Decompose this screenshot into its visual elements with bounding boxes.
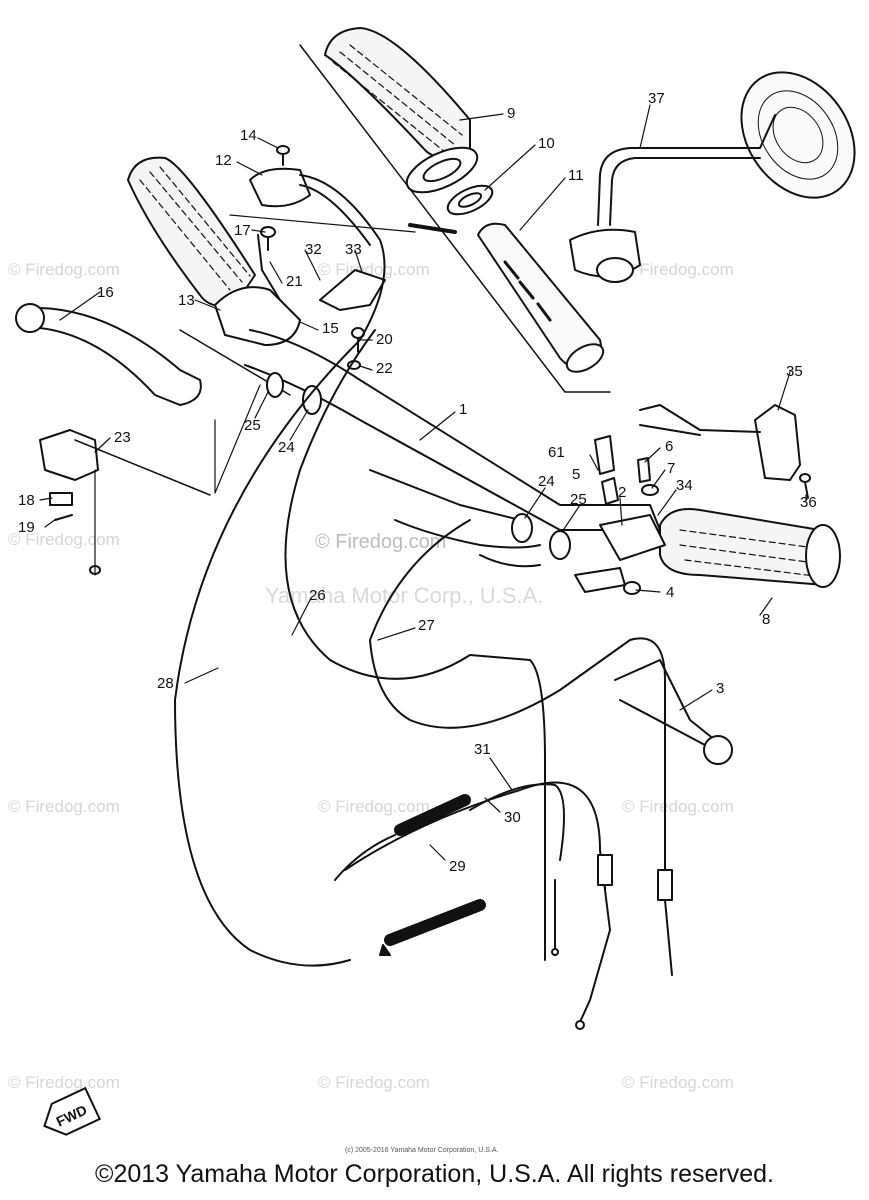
leader-lines <box>39 104 807 861</box>
handlebar-1 <box>244 329 661 568</box>
mirror-37 <box>569 71 856 283</box>
adjusters-left <box>179 329 322 415</box>
callout-19: 19 <box>18 519 35 536</box>
callout-31: 31 <box>474 741 491 758</box>
watermark: © Firedog.com <box>8 1073 120 1092</box>
callout-14: 14 <box>240 127 257 144</box>
callout-24-right: 24 <box>538 473 555 490</box>
callout-5: 5 <box>572 466 580 483</box>
callout-8: 8 <box>762 611 770 628</box>
callout-24: 24 <box>278 439 295 456</box>
throttle-sleeve-11 <box>477 222 605 373</box>
watermark-corp: Yamaha Motor Corp., U.S.A. <box>265 583 543 608</box>
watermark: © Firedog.com <box>8 260 120 279</box>
callout-36: 36 <box>800 494 817 511</box>
watermark: © Firedog.com <box>8 530 120 549</box>
copyright-footer: ©2013 Yamaha Motor Corporation, U.S.A. A… <box>95 1160 774 1188</box>
callout-15: 15 <box>322 320 339 337</box>
callout-27: 27 <box>418 617 435 634</box>
callout-10: 10 <box>538 135 555 152</box>
callout-3: 3 <box>716 680 724 697</box>
callout-9: 9 <box>507 105 515 122</box>
callout-25-right: 25 <box>570 491 587 508</box>
grip-9 <box>324 27 479 194</box>
exploded-group-outline <box>299 44 611 393</box>
watermark: © Firedog.com <box>318 797 430 816</box>
callout-20: 20 <box>376 331 393 348</box>
callout-37: 37 <box>648 90 665 107</box>
callout-labels: 9 10 11 37 14 12 17 32 33 21 16 13 15 20… <box>18 90 817 875</box>
callout-32: 32 <box>305 241 322 258</box>
grip-8 <box>659 508 841 588</box>
clutch-lever-16 <box>15 303 202 406</box>
washer-10 <box>446 184 494 216</box>
watermark-center: © Firedog.com <box>315 531 446 553</box>
callout-35: 35 <box>786 363 803 380</box>
watermark-layer: © Firedog.com © Firedog.com © Firedog.co… <box>8 260 734 1092</box>
brake-lever-3 <box>574 514 733 765</box>
fine-print: (c) 2005-2016 Yamaha Motor Corporation, … <box>345 1147 498 1154</box>
adjusters-right <box>511 513 571 560</box>
callout-22: 22 <box>376 360 393 377</box>
callout-6: 6 <box>665 438 673 455</box>
callout-30: 30 <box>504 809 521 826</box>
callout-18: 18 <box>18 492 35 509</box>
callout-21: 21 <box>286 273 303 290</box>
cables <box>174 174 673 1030</box>
watermark: © Firedog.com <box>622 797 734 816</box>
callout-7: 7 <box>667 460 675 477</box>
watermark: © Firedog.com <box>622 1073 734 1092</box>
callout-25: 25 <box>244 417 261 434</box>
callout-28: 28 <box>157 675 174 692</box>
callout-26: 26 <box>309 587 326 604</box>
fwd-arrow: FWD <box>43 1086 101 1136</box>
callout-2: 2 <box>618 484 626 501</box>
callout-33: 33 <box>345 241 362 258</box>
callout-13: 13 <box>178 292 195 309</box>
watermark: © Firedog.com <box>622 260 734 279</box>
callout-17: 17 <box>234 222 251 239</box>
watermark: © Firedog.com <box>318 260 430 279</box>
watermark: © Firedog.com <box>318 1073 430 1092</box>
callout-12: 12 <box>215 152 232 169</box>
callout-4: 4 <box>666 584 674 601</box>
callout-61: 61 <box>548 444 565 461</box>
callout-29: 29 <box>449 858 466 875</box>
watermark: © Firedog.com <box>8 797 120 816</box>
callout-23: 23 <box>114 429 131 446</box>
callout-16: 16 <box>97 284 114 301</box>
callout-34: 34 <box>676 477 693 494</box>
left-grip <box>127 156 256 308</box>
switch-35 <box>639 404 801 481</box>
left-lever-holder <box>214 167 386 346</box>
callout-1: 1 <box>459 401 467 418</box>
callout-11: 11 <box>568 167 584 184</box>
